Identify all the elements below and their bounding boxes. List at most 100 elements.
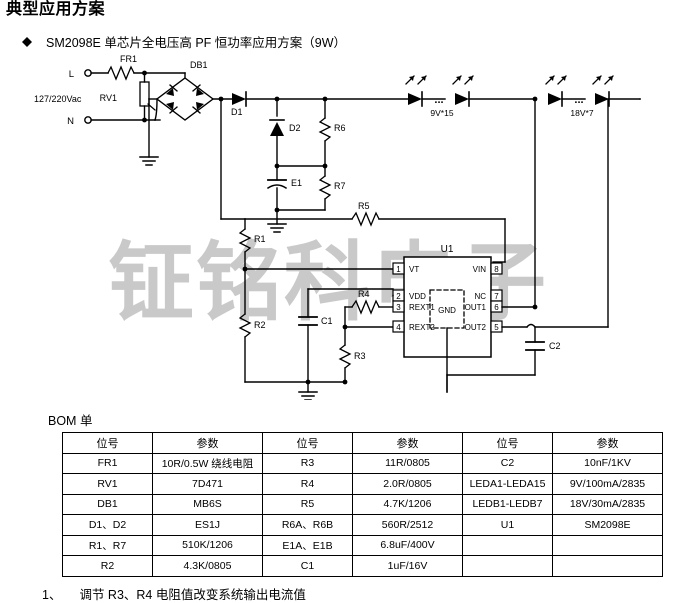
bom-header-cell: 位号 [262, 432, 353, 454]
diamond-bullet-icon [22, 32, 32, 47]
pin-name-VDD: VDD [409, 292, 426, 301]
bom-cell: 4.3K/0805 [152, 555, 263, 577]
bom-cell: U1 [462, 514, 553, 536]
bom-cell: E1A、E1B [262, 534, 353, 556]
bom-cell: 18V/30mA/2835 [552, 493, 663, 515]
label-DB1: DB1 [190, 60, 208, 70]
label-R5: R5 [358, 201, 370, 211]
bom-cell [552, 555, 663, 577]
pin-number-3: 3 [396, 303, 401, 312]
pin-number-8: 8 [494, 265, 499, 274]
label-N: N [67, 116, 74, 127]
label-R4: R4 [358, 289, 370, 299]
bom-cell: ES1J [152, 514, 263, 536]
pin-name-OUT2: OUT2 [465, 323, 487, 332]
bom-cell: R6A、R6B [262, 514, 353, 536]
bom-cell: R2 [62, 555, 153, 577]
pin-number-4: 4 [396, 323, 401, 332]
pin-name-GND: GND [438, 306, 456, 315]
label-RV1: RV1 [100, 93, 117, 103]
table-row: DB1 MB6S R5 4.7K/1206 LEDB1-LEDB7 18V/30… [62, 493, 663, 515]
label-D1: D1 [231, 107, 243, 117]
label-R1: R1 [254, 234, 266, 244]
page-title: 典型应用方案 [6, 1, 106, 18]
bom-cell: 510K/1206 [152, 534, 263, 556]
bom-cell [552, 534, 663, 556]
bom-cell: 9V/100mA/2835 [552, 473, 663, 495]
bom-cell [462, 534, 553, 556]
bom-cell [462, 555, 553, 577]
terminal-N [84, 116, 92, 124]
bom-cell: C1 [262, 555, 353, 577]
label-E1: E1 [291, 178, 302, 188]
bom-cell: D1、D2 [62, 514, 153, 536]
bom-cell: 10R/0.5W 绕线电阻 [152, 452, 263, 474]
bom-cell: RV1 [62, 473, 153, 495]
table-row: RV1 7D471 R4 2.0R/0805 LEDA1-LEDA15 9V/1… [62, 473, 663, 495]
table-row: R2 4.3K/0805 C1 1uF/16V [62, 555, 663, 577]
label-FR1: FR1 [120, 54, 137, 64]
label-C2: C2 [549, 341, 561, 351]
bom-header-cell: 位号 [462, 432, 553, 454]
bom-cell: R5 [262, 493, 353, 515]
pin-number-6: 6 [494, 303, 499, 312]
pin-number-1: 1 [396, 265, 401, 274]
bom-cell: R3 [262, 452, 353, 474]
bom-header-row: 位号 参数 位号 参数 位号 参数 [62, 432, 663, 454]
label-C1: C1 [321, 316, 333, 326]
bom-cell: R1、R7 [62, 534, 153, 556]
led-string-a-label: 9V*15 [430, 108, 453, 118]
terminal-L [84, 69, 92, 77]
bom-cell: LEDA1-LEDA15 [462, 473, 553, 495]
bom-cell: 6.8uF/400V [352, 534, 463, 556]
bom-cell: MB6S [152, 493, 263, 515]
pin-name-VT: VT [409, 265, 419, 274]
led-string-b-ellipsis: ... [574, 94, 583, 106]
bom-cell: 560R/2512 [352, 514, 463, 536]
bom-cell: C2 [462, 452, 553, 474]
pin-number-5: 5 [494, 323, 499, 332]
bom-cell: 7D471 [152, 473, 263, 495]
bom-cell: 2.0R/0805 [352, 473, 463, 495]
bom-cell: SM2098E [552, 514, 663, 536]
bom-cell: 10nF/1KV [552, 452, 663, 474]
bullet-heading-row: SM2098E 单芯片全电压高 PF 恒功率应用方案（9W） [22, 32, 346, 51]
bom-cell: R4 [262, 473, 353, 495]
bom-title: BOM 单 [48, 414, 93, 428]
table-row: D1、D2 ES1J R6A、R6B 560R/2512 U1 SM2098E [62, 514, 663, 536]
bom-cell: LEDB1-LEDB7 [462, 493, 553, 515]
label-source-voltage: 127/220Vac [34, 94, 82, 104]
pin-number-2: 2 [396, 292, 401, 301]
pin-number-7: 7 [494, 292, 499, 301]
bom-header-cell: 参数 [152, 432, 263, 454]
bom-header-cell: 位号 [62, 432, 153, 454]
label-R2: R2 [254, 320, 266, 330]
table-row: FR1 10R/0.5W 绕线电阻 R3 11R/0805 C2 10nF/1K… [62, 452, 663, 474]
bom-header-cell: 参数 [352, 432, 463, 454]
pin-name-NC: NC [474, 292, 486, 301]
pin-name-REXT1: REXT1 [409, 303, 435, 312]
circuit-schematic: L N 127/220Vac FR1 RV1 DB1 D1 D2 E1 R6 R… [0, 52, 693, 400]
label-R6: R6 [334, 123, 346, 133]
pin-name-VIN: VIN [473, 265, 487, 274]
led-string-b-label: 18V*7 [570, 108, 593, 118]
bom-cell: 4.7K/1206 [352, 493, 463, 515]
table-row: R1、R7 510K/1206 E1A、E1B 6.8uF/400V [62, 534, 663, 556]
footer-note: 1、 调节 R3、R4 电阻值改变系统输出电流值 [42, 584, 306, 603]
application-scheme-label: SM2098E 单芯片全电压高 PF 恒功率应用方案（9W） [46, 36, 347, 50]
led-string-a-ellipsis: ... [434, 94, 443, 106]
label-R7: R7 [334, 181, 346, 191]
pin-name-OUT1: OUT1 [465, 303, 487, 312]
bom-cell: 11R/0805 [352, 452, 463, 474]
bom-cell: DB1 [62, 493, 153, 515]
label-U1: U1 [441, 244, 454, 255]
bom-header-cell: 参数 [552, 432, 663, 454]
pin-name-REXT2: REXT2 [409, 323, 435, 332]
bom-table: 位号 参数 位号 参数 位号 参数 FR1 10R/0.5W 绕线电阻 R3 1… [62, 432, 663, 577]
footer-note-number: 1、 [42, 588, 62, 602]
label-D2: D2 [289, 123, 301, 133]
bom-cell: 1uF/16V [352, 555, 463, 577]
label-L: L [69, 69, 74, 80]
label-R3: R3 [354, 351, 366, 361]
footer-note-text: 调节 R3、R4 电阻值改变系统输出电流值 [79, 588, 306, 602]
